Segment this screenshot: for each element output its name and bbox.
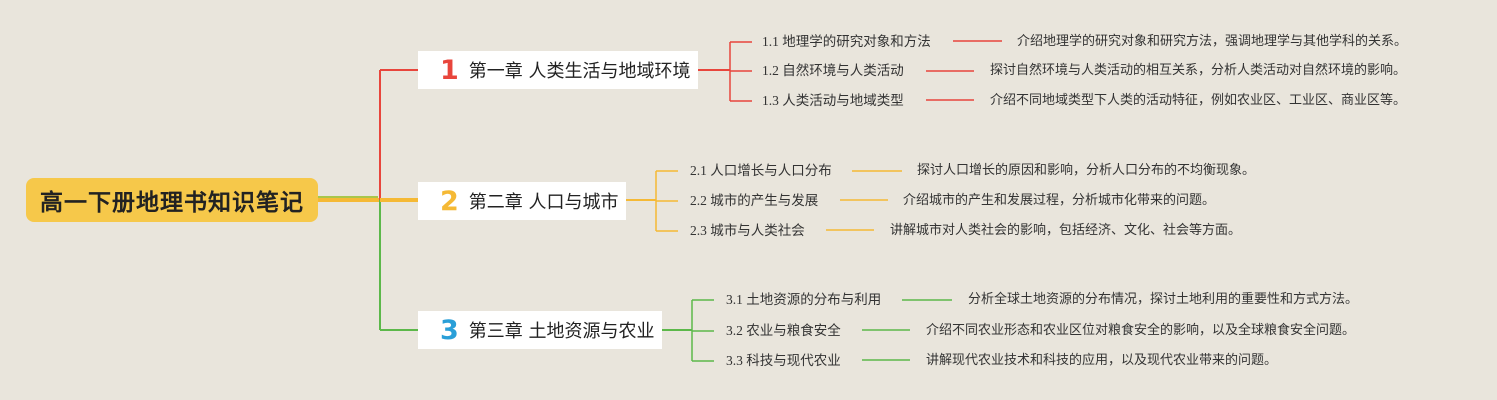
chapter-number-3: 3 <box>440 314 459 346</box>
chapter-node-1[interactable]: 1 第一章 人类生活与地域环境 <box>418 51 698 89</box>
section-desc-2-3: 讲解城市对人类社会的影响，包括经济、文化、社会等方面。 <box>890 223 1242 238</box>
chapter-number-1: 1 <box>440 54 459 86</box>
chapter-number-2: 2 <box>440 185 459 217</box>
section-desc-1-3: 介绍不同地域类型下人类的活动特征，例如农业区、工业区、商业区等。 <box>990 93 1407 108</box>
section-title-2-2[interactable]: 2.2 城市的产生与发展 <box>690 193 819 208</box>
chapter-title-2: 第二章 人口与城市 <box>468 192 619 213</box>
section-desc-3-2: 介绍不同农业形态和农业区位对粮食安全的影响，以及全球粮食安全问题。 <box>926 323 1356 338</box>
chapter-node-2[interactable]: 2 第二章 人口与城市 <box>418 182 626 220</box>
section-title-3-3[interactable]: 3.3 科技与现代农业 <box>726 353 841 368</box>
chapter-title-1: 第一章 人类生活与地域环境 <box>468 61 691 82</box>
section-title-2-3[interactable]: 2.3 城市与人类社会 <box>690 223 805 238</box>
section-title-3-2[interactable]: 3.2 农业与粮食安全 <box>726 323 841 338</box>
section-desc-1-2: 探讨自然环境与人类活动的相互关系，分析人类活动对自然环境的影响。 <box>990 63 1407 78</box>
section-desc-2-2: 介绍城市的产生和发展过程，分析城市化带来的问题。 <box>903 193 1216 208</box>
chapter-title-3: 第三章 土地资源与农业 <box>468 321 655 342</box>
root-title: 高一下册地理书知识笔记 <box>40 190 304 216</box>
section-desc-3-3: 讲解现代农业技术和科技的应用，以及现代农业带来的问题。 <box>926 353 1278 368</box>
section-title-1-3[interactable]: 1.3 人类活动与地域类型 <box>762 93 904 108</box>
section-title-1-2[interactable]: 1.2 自然环境与人类活动 <box>762 63 904 78</box>
section-desc-1-1: 介绍地理学的研究对象和研究方法，强调地理学与其他学科的关系。 <box>1017 34 1408 49</box>
section-desc-2-1: 探讨人口增长的原因和影响，分析人口分布的不均衡现象。 <box>917 163 1256 178</box>
section-title-3-1[interactable]: 3.1 土地资源的分布与利用 <box>726 292 882 307</box>
root-node[interactable]: 高一下册地理书知识笔记 <box>26 178 318 222</box>
chapter-node-3[interactable]: 3 第三章 土地资源与农业 <box>418 311 662 349</box>
section-title-1-1[interactable]: 1.1 地理学的研究对象和方法 <box>762 34 931 49</box>
section-title-2-1[interactable]: 2.1 人口增长与人口分布 <box>690 163 832 178</box>
section-desc-3-1: 分析全球土地资源的分布情况，探讨土地利用的重要性和方式方法。 <box>968 292 1359 307</box>
